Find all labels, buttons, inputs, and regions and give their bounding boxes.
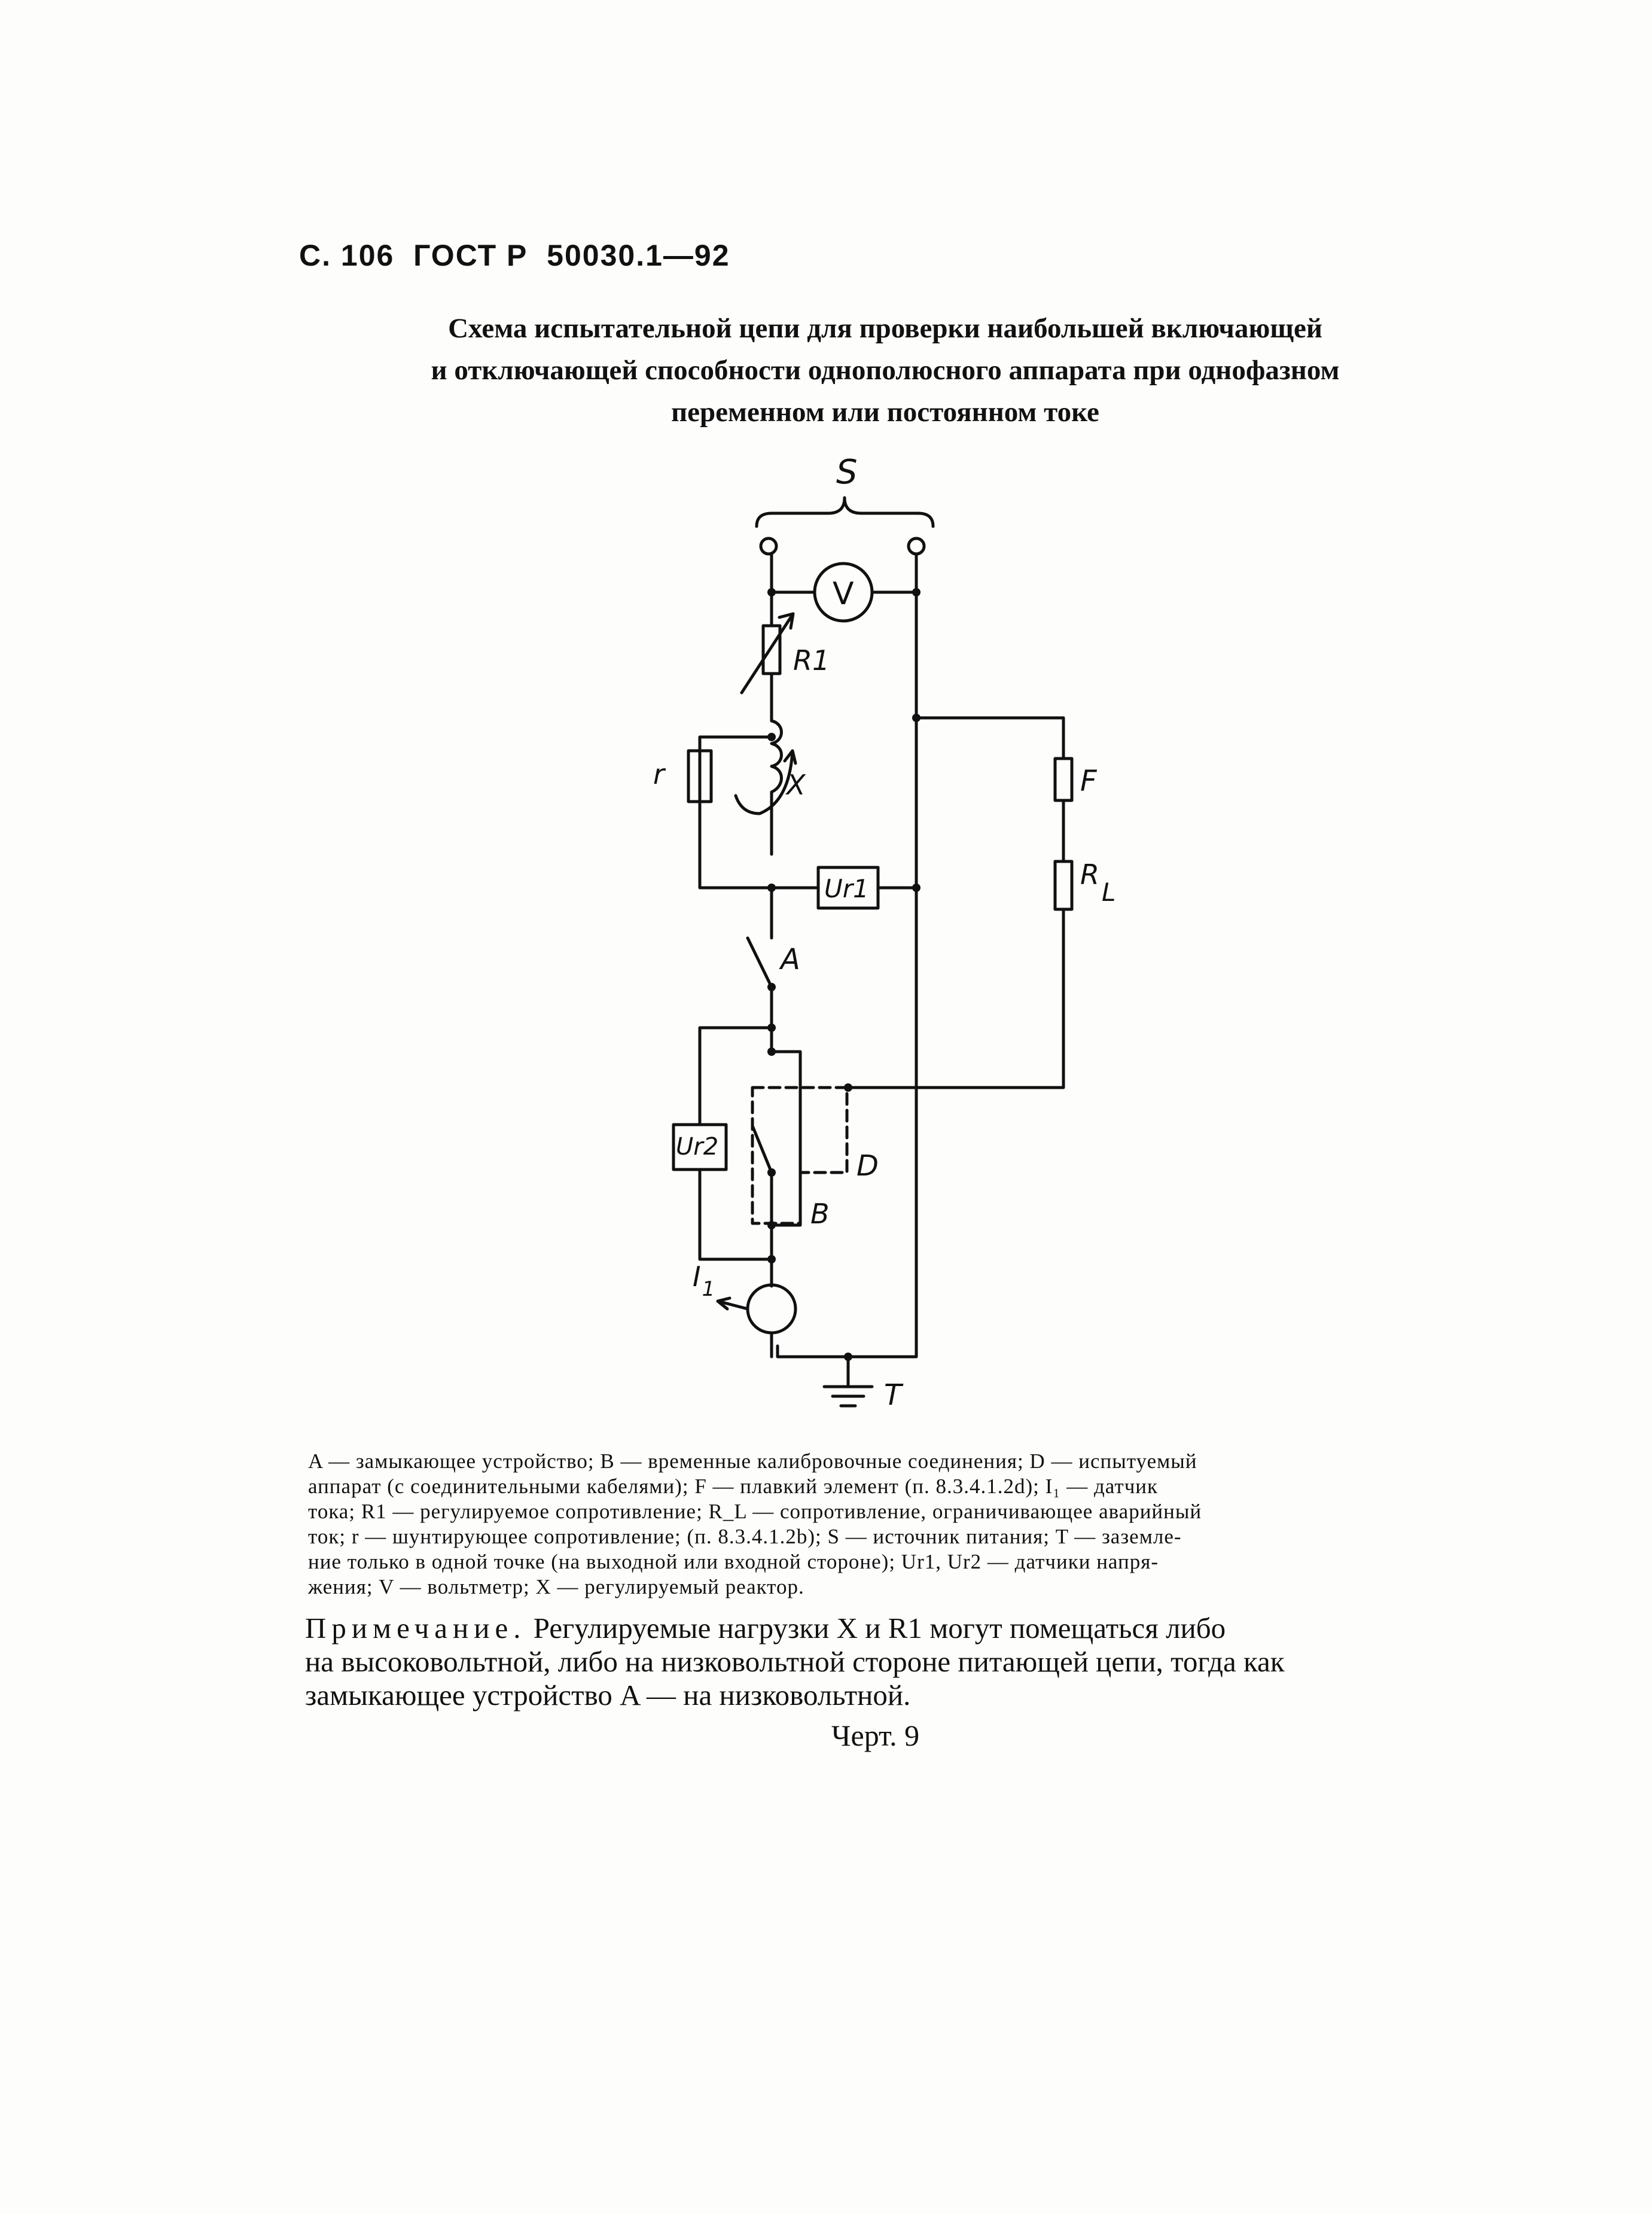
- resistor-r1: [761, 624, 782, 675]
- junction-dot: [767, 1221, 776, 1229]
- note-text: Регулируемые нагрузки X и R1 могут помещ…: [526, 1612, 1226, 1644]
- junction-dot: [912, 714, 921, 722]
- junction-dot: [767, 1255, 776, 1263]
- standard-number: 50030.1—92: [547, 239, 730, 272]
- label-ur1: Ur1: [824, 874, 869, 903]
- junction-dot: [767, 1024, 776, 1032]
- ground-symbol: [822, 1355, 874, 1408]
- label-t: T: [884, 1378, 904, 1412]
- switch-a: [746, 936, 773, 989]
- junction-dot: [767, 884, 776, 892]
- label-b: B: [810, 1198, 830, 1230]
- junction-dot: [844, 1353, 852, 1361]
- wire-right-branch: [845, 716, 1065, 1089]
- reactor-x: [770, 719, 783, 794]
- junction-dot: [767, 1168, 776, 1177]
- fuse-f: [1053, 757, 1074, 802]
- sensor-ur2: [672, 1123, 728, 1171]
- page-header: С. 106 ГОСТ Р 50030.1—92: [299, 238, 730, 273]
- label-r1: R1: [793, 644, 830, 677]
- label-x: X: [785, 769, 806, 801]
- label-v: V: [833, 576, 854, 612]
- junction-dot: [844, 1083, 852, 1092]
- legend-line: ние только в одной точке (на выходной ил…: [308, 1550, 1159, 1573]
- i1-arrow: [716, 1296, 749, 1311]
- source-brace: [755, 496, 935, 528]
- label-a: A: [779, 943, 800, 976]
- legend-line: A — замыкающее устройство; B — временные…: [308, 1449, 1197, 1473]
- junction-dot: [767, 983, 776, 991]
- label-d: D: [857, 1149, 879, 1183]
- page-number: С. 106: [299, 239, 395, 272]
- r1-variable-arrow: [740, 612, 795, 695]
- title-line-1: Схема испытательной цепи для проверки на…: [448, 313, 1322, 344]
- figure-title: Схема испытательной цепи для проверки на…: [335, 307, 1435, 433]
- wire-shunt: [698, 735, 773, 890]
- label-r: r: [653, 758, 666, 790]
- legend-line: аппарат (с соединительными кабелями); F …: [308, 1475, 1159, 1498]
- label-i1: I1: [693, 1260, 715, 1301]
- junction-dot: [767, 588, 776, 596]
- terminal-right: [907, 537, 926, 556]
- standard-name: ГОСТ Р: [413, 239, 528, 272]
- calibration-link-b: [772, 1050, 802, 1227]
- figure-legend: A — замыкающее устройство; B — временные…: [308, 1449, 1484, 1600]
- figure-caption: Черт. 9: [831, 1719, 920, 1752]
- legend-line: жения; V — вольтметр; X — регулируемый р…: [308, 1575, 804, 1598]
- circuit-diagram: S V R1 r X Ur1 A F RL Ur2 D B I1 T: [653, 453, 1115, 1412]
- resistor-r: [687, 749, 713, 803]
- current-sensor-i1: [746, 1283, 797, 1335]
- junction-dot: [912, 884, 921, 892]
- note-line: Примечание. Регулируемые нагрузки X и R1…: [305, 1612, 1489, 1645]
- label-s: S: [836, 453, 858, 492]
- terminal-left: [759, 537, 778, 556]
- title-line-3: переменном или постоянном токе: [671, 397, 1099, 428]
- wire-ur2-branch: [698, 1026, 773, 1261]
- legend-line: тока; R1 — регулируемое сопротивление; R…: [308, 1500, 1202, 1523]
- reactor-variable-arrow: [734, 749, 797, 815]
- junction-dot: [767, 733, 776, 741]
- junction-dot: [912, 588, 921, 596]
- label-f: F: [1080, 765, 1098, 798]
- junction-dot: [767, 1047, 776, 1056]
- note-line: на высоковольтной, либо на низковольтной…: [305, 1645, 1285, 1678]
- note-line: замыкающее устройство A — на низковольтн…: [305, 1679, 911, 1711]
- note-paragraph: Примечание. Регулируемые нагрузки X и R1…: [305, 1612, 1489, 1712]
- label-rl: RL: [1080, 858, 1115, 907]
- label-ur2: Ur2: [676, 1133, 718, 1161]
- title-line-2: и отключающей способности однополюсного …: [431, 355, 1340, 386]
- legend-line: ток; r — шунтирующее сопротивление; (п. …: [308, 1525, 1182, 1548]
- note-heading: Примечание.: [305, 1612, 526, 1644]
- device-switch: [751, 1124, 773, 1174]
- resistor-rl: [1053, 860, 1074, 911]
